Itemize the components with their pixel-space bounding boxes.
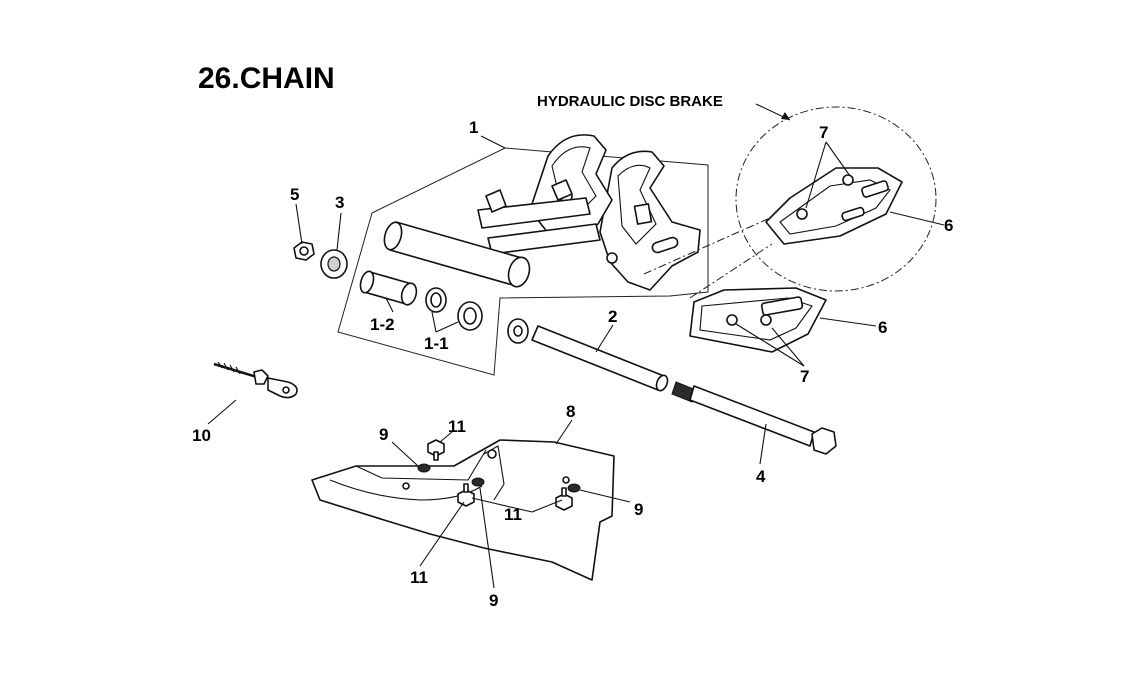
chain-guard (311, 439, 615, 581)
bushing-1-1-b (457, 301, 483, 331)
bolt-right (555, 487, 573, 511)
inset-label: HYDRAULIC DISC BRAKE (537, 93, 723, 110)
callout-pivot-bolt: 4 (756, 467, 766, 486)
o-ring-center (471, 477, 485, 487)
inset-pointer-line-a (643, 217, 771, 275)
pivot-shaft (507, 318, 669, 392)
bushing-1-1-a (425, 287, 447, 313)
chain-slider-inset (765, 167, 903, 245)
callout-chain-guard: 8 (566, 402, 575, 421)
callout-bushing-1-1: 1-1 (424, 334, 449, 353)
bolt-bottom (457, 483, 475, 507)
callout-screws: 7 (800, 367, 809, 386)
chain-slider (689, 287, 827, 353)
callout-pivot-shaft: 2 (608, 307, 617, 326)
callout-adjuster-bolt: 10 (192, 426, 211, 445)
callout-screws-inset: 7 (819, 123, 828, 142)
callout-bushing-1-2: 1-2 (370, 315, 395, 334)
callout-o-ring-center: 9 (489, 591, 498, 610)
o-ring-left (417, 463, 431, 473)
callout-chain-slider: 6 (878, 318, 887, 337)
callout-chain-slider-inset: 6 (944, 216, 953, 235)
callout-swingarm: 1 (469, 118, 478, 137)
leader-lines (207, 103, 945, 589)
adjuster-bolt (213, 361, 298, 399)
inset-circle (735, 106, 937, 292)
callout-o-ring-left: 9 (379, 425, 388, 444)
o-ring-right (567, 483, 581, 493)
callout-bolt-right: 11 (504, 505, 522, 524)
bushing-1-2 (359, 270, 418, 306)
washer (320, 249, 348, 279)
swingarm (383, 134, 701, 291)
callout-bolt-bottom: 11 (410, 568, 428, 587)
callout-washer: 3 (335, 193, 344, 212)
pivot-bolt (671, 381, 837, 455)
inset-arrow-head (781, 112, 790, 120)
callout-o-ring-right: 9 (634, 500, 643, 519)
inset-pointer-line-b (689, 243, 773, 299)
bolt-top (427, 439, 445, 461)
nut (293, 241, 315, 261)
callout-bolt-top: 11 (448, 417, 466, 436)
diagram-title: 26.CHAIN (198, 62, 335, 95)
callout-nut: 5 (290, 185, 299, 204)
